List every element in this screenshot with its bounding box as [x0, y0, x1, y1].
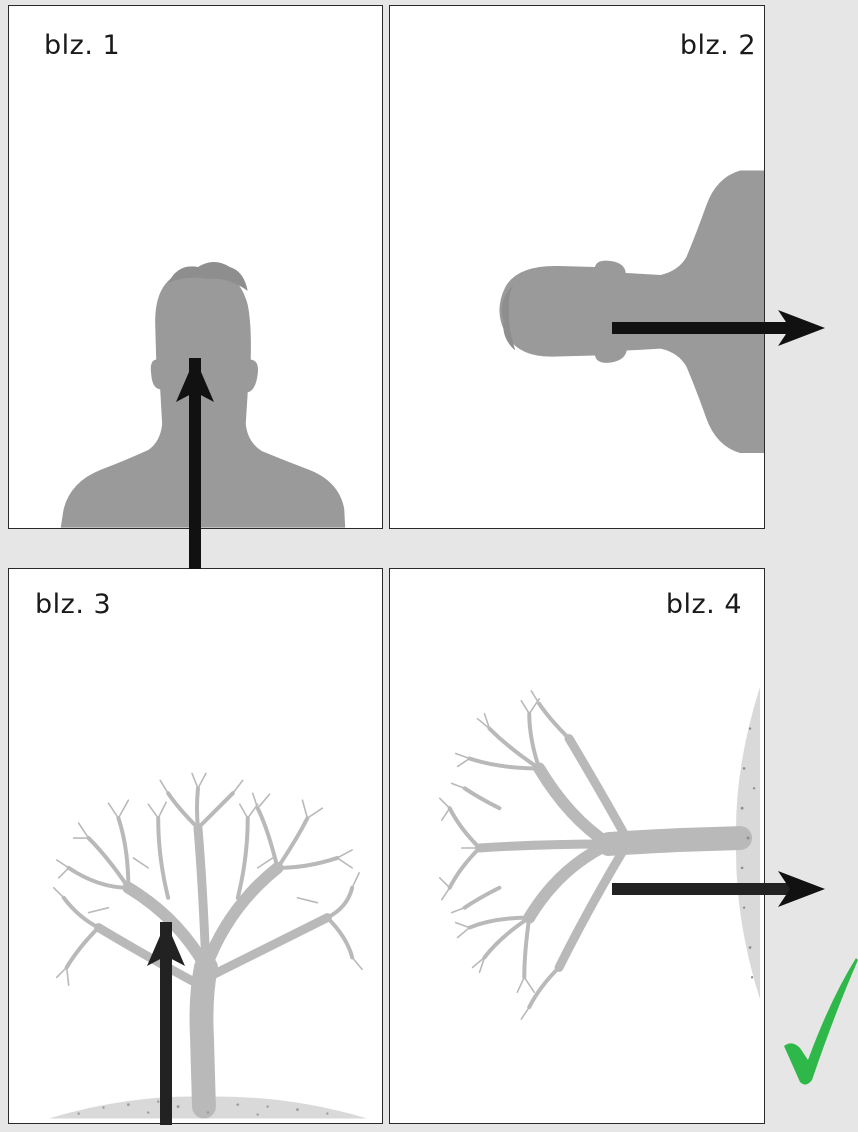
- page-3: blz. 3: [8, 568, 383, 1124]
- page-1: blz. 1: [8, 5, 383, 529]
- checkmark-icon: [784, 958, 858, 1085]
- page-2: blz. 2: [389, 5, 765, 529]
- page-4: blz. 4: [389, 568, 765, 1124]
- tree-silhouette-rotated: [390, 569, 764, 1123]
- person-silhouette-upright: [9, 6, 382, 528]
- person-silhouette-rotated: [390, 6, 764, 528]
- tree-silhouette-upright: [9, 569, 382, 1123]
